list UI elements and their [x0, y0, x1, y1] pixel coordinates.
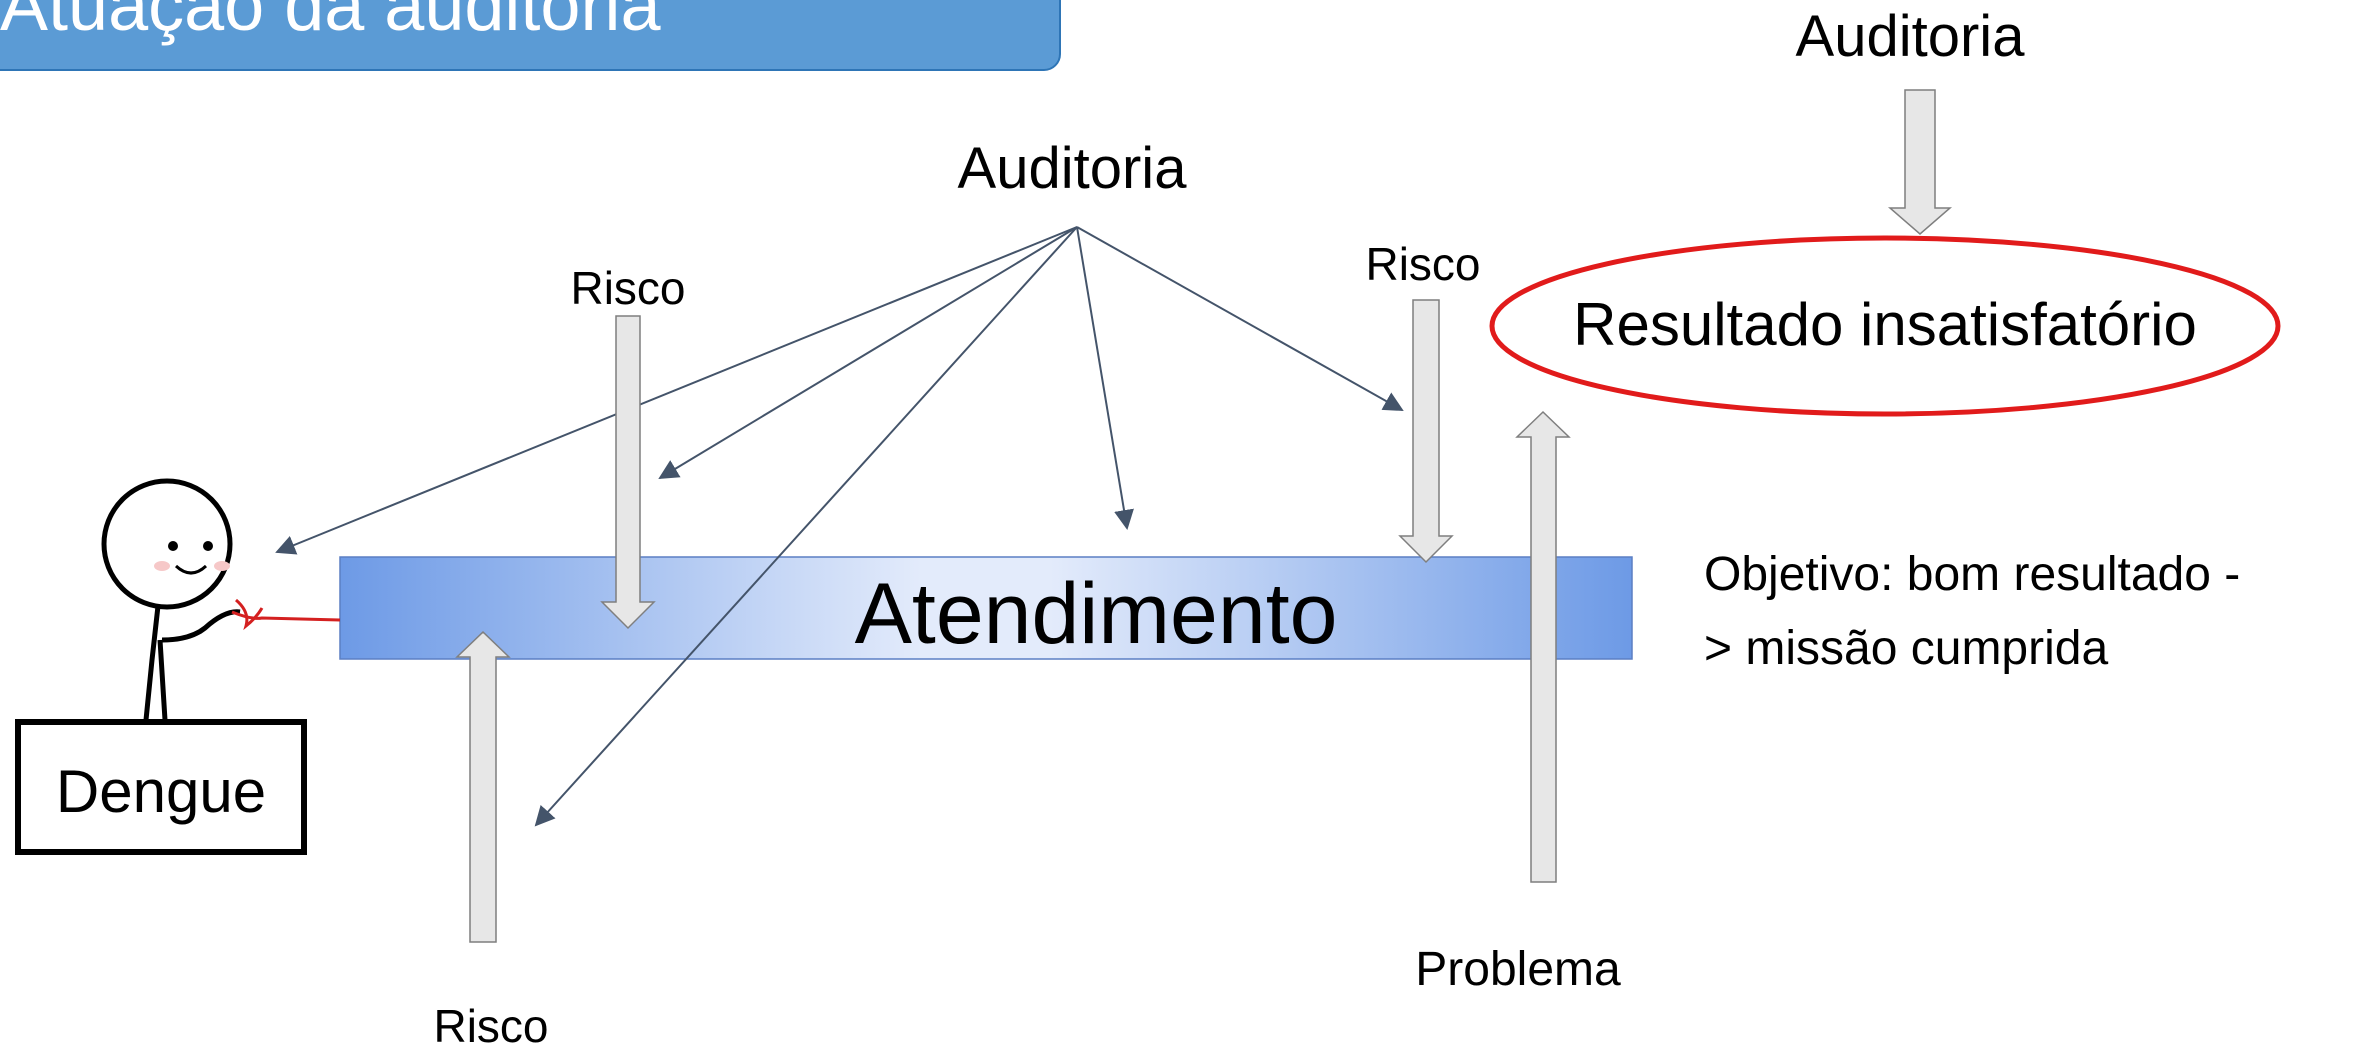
risk-label-bottom: Risco	[433, 1000, 548, 1045]
red-string-knot	[234, 598, 264, 631]
risk-arrow-top-right	[1398, 299, 1454, 564]
risk-label-top-left: Risco	[570, 262, 685, 314]
objective-line-1: Objetivo: bom resultado -	[1704, 548, 2240, 601]
result-label: Resultado insatisfatório	[1573, 291, 2197, 358]
risk-arrow-top-left	[600, 315, 656, 630]
up-arrow-icon	[455, 630, 511, 943]
patient-cheek-left	[154, 561, 170, 571]
slide-title: Atuação da auditoria	[0, 0, 661, 46]
title-banner: Atuação da auditoria	[0, 0, 1061, 71]
atendimento-bar-shape	[339, 556, 1633, 660]
dengue-sign: Dengue	[15, 719, 307, 855]
audit-arrow-top-right	[1887, 89, 1953, 235]
audit-label-center: Auditoria	[958, 136, 1188, 201]
audit-connectors	[275, 226, 1404, 827]
patient-body	[143, 605, 161, 721]
dengue-sign-frame	[15, 719, 307, 855]
risk-label-top-right: Risco	[1365, 238, 1480, 290]
audit-connector-to-left-risk	[658, 226, 1078, 480]
patient-arm	[161, 609, 241, 643]
audit-label-top-right: Auditoria	[1796, 4, 2026, 69]
audit-connector-to-patient	[275, 226, 1078, 555]
audit-connector-to-right-risk	[1076, 226, 1404, 411]
risk-arrow-bottom-left	[455, 630, 511, 943]
problem-arrow	[1515, 410, 1571, 883]
objective-line-2: > missão cumprida	[1704, 622, 2108, 675]
patient-eye-left	[168, 541, 178, 551]
title-background	[0, 0, 1061, 71]
patient-smile	[174, 564, 208, 575]
down-arrow-icon	[1887, 89, 1953, 235]
problem-label: Problema	[1415, 943, 1621, 996]
up-arrow-icon	[1515, 410, 1571, 883]
patient-head	[101, 478, 233, 610]
result-ellipse-shape	[1489, 235, 2281, 417]
audit-connector-to-atendimento	[1076, 226, 1134, 530]
audit-connector-to-bottom-left	[534, 226, 1078, 827]
patient-cheek-right	[214, 561, 230, 571]
patient-eye-right	[203, 541, 213, 551]
patient-leg	[157, 639, 168, 721]
dengue-label: Dengue	[56, 758, 266, 825]
down-arrow-icon	[600, 315, 656, 630]
result-ellipse: Resultado insatisfatório	[1489, 235, 2281, 417]
red-string	[231, 610, 341, 622]
patient-figure	[101, 478, 341, 721]
atendimento-bar: Atendimento	[339, 556, 1633, 662]
down-arrow-icon	[1398, 299, 1454, 564]
atendimento-label: Atendimento	[855, 566, 1338, 662]
